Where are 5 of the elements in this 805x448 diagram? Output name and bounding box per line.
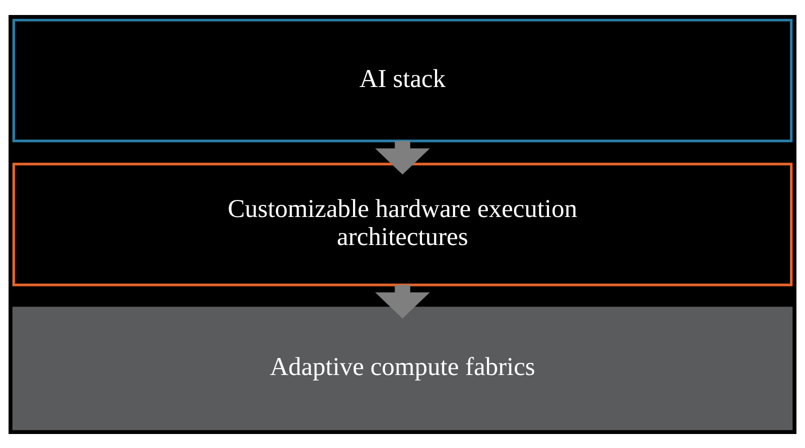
node-box: Adaptive compute fabrics [12, 306, 793, 430]
node-box: AI stack [12, 18, 793, 142]
arrow [375, 284, 430, 318]
node-box: Customizable hardware execution architectures [12, 162, 793, 286]
arrow [375, 140, 430, 174]
